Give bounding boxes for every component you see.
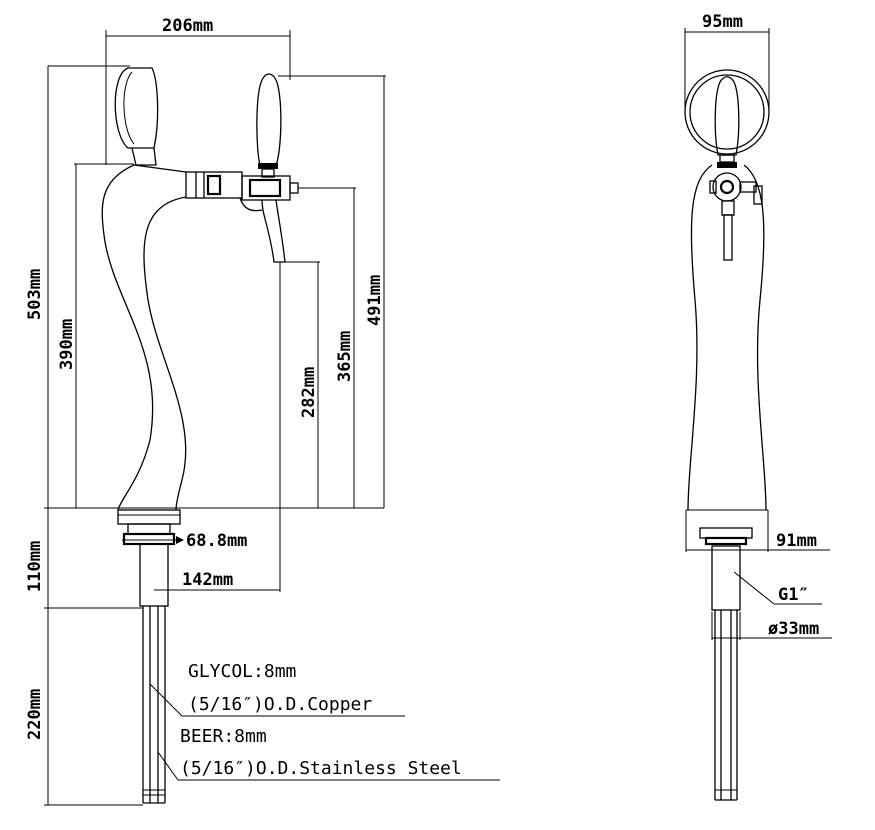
medallion-outer (684, 69, 770, 155)
beer-spec: (5/16″)O.D.Stainless Steel (180, 758, 462, 779)
dim-thread: G1″ (733, 571, 822, 605)
dim-spout-reach-label: 142mm (182, 570, 233, 590)
dim-mount-height-label: 110mm (25, 541, 45, 592)
left-knob (114, 67, 159, 149)
dim-front-top-width-label: 95mm (702, 12, 743, 32)
glycol-label: GLYCOL:8mm (188, 661, 296, 682)
front-shank (711, 545, 741, 611)
tower-top-line (133, 164, 187, 173)
front-tap-stem (719, 154, 735, 163)
front-tap-handle (714, 76, 740, 156)
beer-note: BEER:8mm (5/16″)O.D.Stainless Steel (157, 726, 500, 781)
front-body-right (743, 164, 767, 511)
dim-handle-height-label: 491mm (365, 275, 385, 326)
dim-shank-height: 390mm (57, 163, 134, 508)
front-tap-collar (717, 162, 737, 168)
front-spout (723, 214, 733, 261)
dim-front-base-width: 91mm (685, 510, 830, 552)
dim-base-width-label: 68.8mm (186, 531, 247, 551)
side-view: 206mm 503mm 390mm 282mm 365mm (25, 16, 500, 806)
dim-tap-axis-height-label: 365mm (335, 331, 355, 382)
front-faucet-side-right (739, 181, 757, 193)
tap-handle-collar (258, 163, 278, 169)
dim-tube-length: 220mm (25, 608, 143, 806)
front-faucet-body (712, 172, 742, 202)
dim-mount-height: 110mm (25, 508, 143, 609)
front-faucet-hub (719, 179, 735, 195)
front-view: 95mm 91mm G1″ ø33mm (684, 12, 832, 801)
faucet-outlet-cap (289, 182, 299, 194)
front-faucet-side-left (709, 180, 717, 194)
dim-front-top-width: 95mm (684, 12, 770, 112)
base-flange-ring (127, 523, 171, 535)
base-flange-bottom (122, 532, 176, 546)
front-base-flange-bottom (704, 536, 748, 546)
dim-handle-height: 491mm (278, 75, 386, 508)
tower-body-outline (101, 164, 154, 511)
dim-tap-axis-height: 365mm (298, 187, 356, 508)
tap-handle-stem (261, 168, 275, 178)
front-body-left (687, 164, 713, 511)
dim-spout-height: 282mm (280, 261, 320, 508)
tower-body-inner-outline (143, 196, 187, 511)
dim-front-base-width-label: 91mm (776, 531, 817, 551)
dim-shank-height-label: 390mm (57, 319, 77, 370)
dim-spout-height-label: 282mm (299, 367, 319, 418)
glycol-spec: (5/16″)O.D.Copper (188, 694, 372, 715)
tap-handle (256, 73, 282, 166)
front-base-flange (699, 527, 753, 539)
front-faucet-neck (721, 200, 735, 216)
medallion-inner (689, 74, 765, 150)
dim-thread-label: G1″ (778, 585, 809, 605)
dim-top-width: 206mm (105, 16, 291, 165)
spout-lever (239, 197, 263, 212)
left-knob-neck (131, 147, 157, 166)
left-knob-highlight (123, 71, 135, 145)
dim-tube-length-label: 220mm (25, 689, 45, 740)
dim-spout-reach: 142mm (154, 262, 281, 592)
glycol-note: GLYCOL:8mm (5/16″)O.D.Copper (149, 661, 405, 717)
dim-base-width: 68.8mm (122, 531, 247, 551)
beer-label: BEER:8mm (180, 726, 267, 747)
dim-tube-diameter-label: ø33mm (768, 619, 819, 639)
dim-total-height-label: 503mm (25, 269, 45, 320)
faucet-nut (206, 174, 222, 196)
base-flange-top (117, 509, 181, 525)
dim-tube-diameter: ø33mm (711, 612, 832, 640)
faucet-head-band (248, 178, 282, 198)
spout (261, 199, 286, 263)
mounting-shank (139, 543, 169, 607)
dim-total-height: 503mm (25, 65, 130, 509)
dim-top-width-label: 206mm (162, 16, 213, 36)
